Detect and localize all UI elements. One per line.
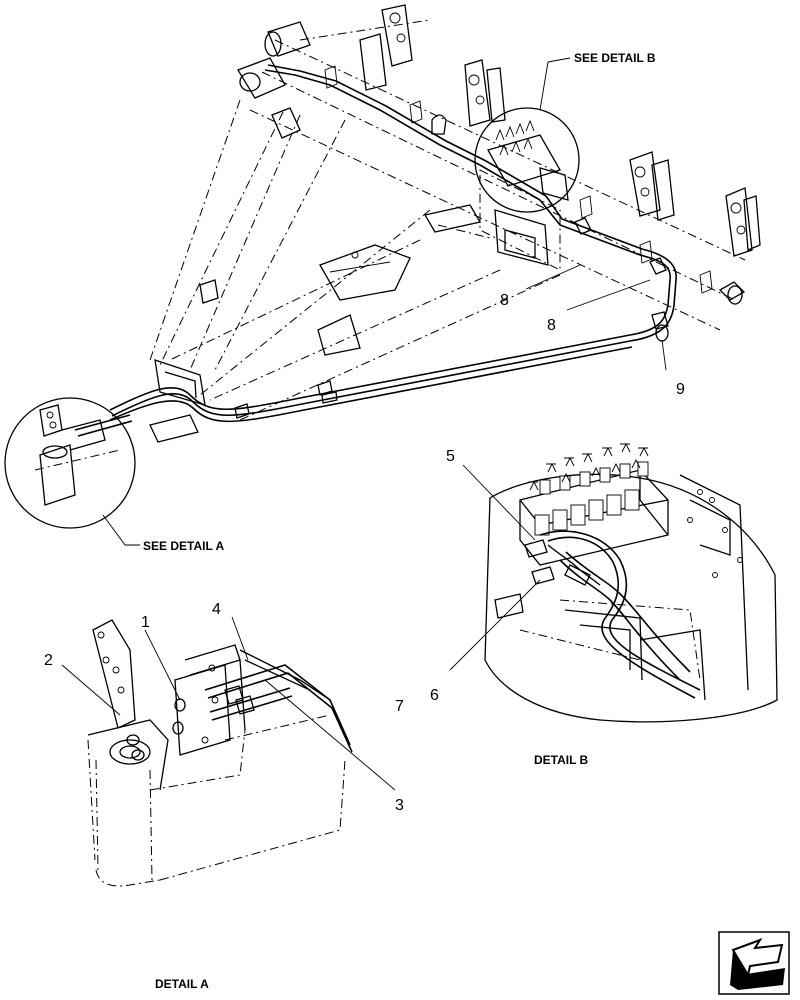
detail-b-magnifier [474, 107, 580, 213]
see-detail-a-caption: SEE DETAIL A [143, 539, 224, 553]
callout-9: 9 [676, 381, 685, 398]
callout-6: 6 [430, 687, 439, 704]
detail-b-caption: DETAIL B [534, 753, 589, 767]
see-detail-b-caption: SEE DETAIL B [574, 51, 656, 65]
detail-a-caption: DETAIL A [155, 977, 209, 991]
detail-a-magnifier [4, 397, 136, 529]
callout-5: 5 [446, 448, 455, 465]
detail-a-drawing [87, 619, 353, 887]
callout-4: 4 [212, 601, 221, 618]
next-page-arrow-icon[interactable] [718, 931, 790, 995]
callout-1: 1 [141, 614, 150, 631]
leader-lines [61, 57, 667, 791]
hitch-frame-assembly [109, 4, 761, 443]
detail-b-drawing [484, 442, 778, 723]
callout-8-upper: 8 [500, 292, 509, 309]
callout-7: 7 [395, 698, 404, 715]
callout-2: 2 [44, 652, 53, 669]
callout-3: 3 [395, 797, 404, 814]
callout-8-lower: 8 [547, 317, 556, 334]
